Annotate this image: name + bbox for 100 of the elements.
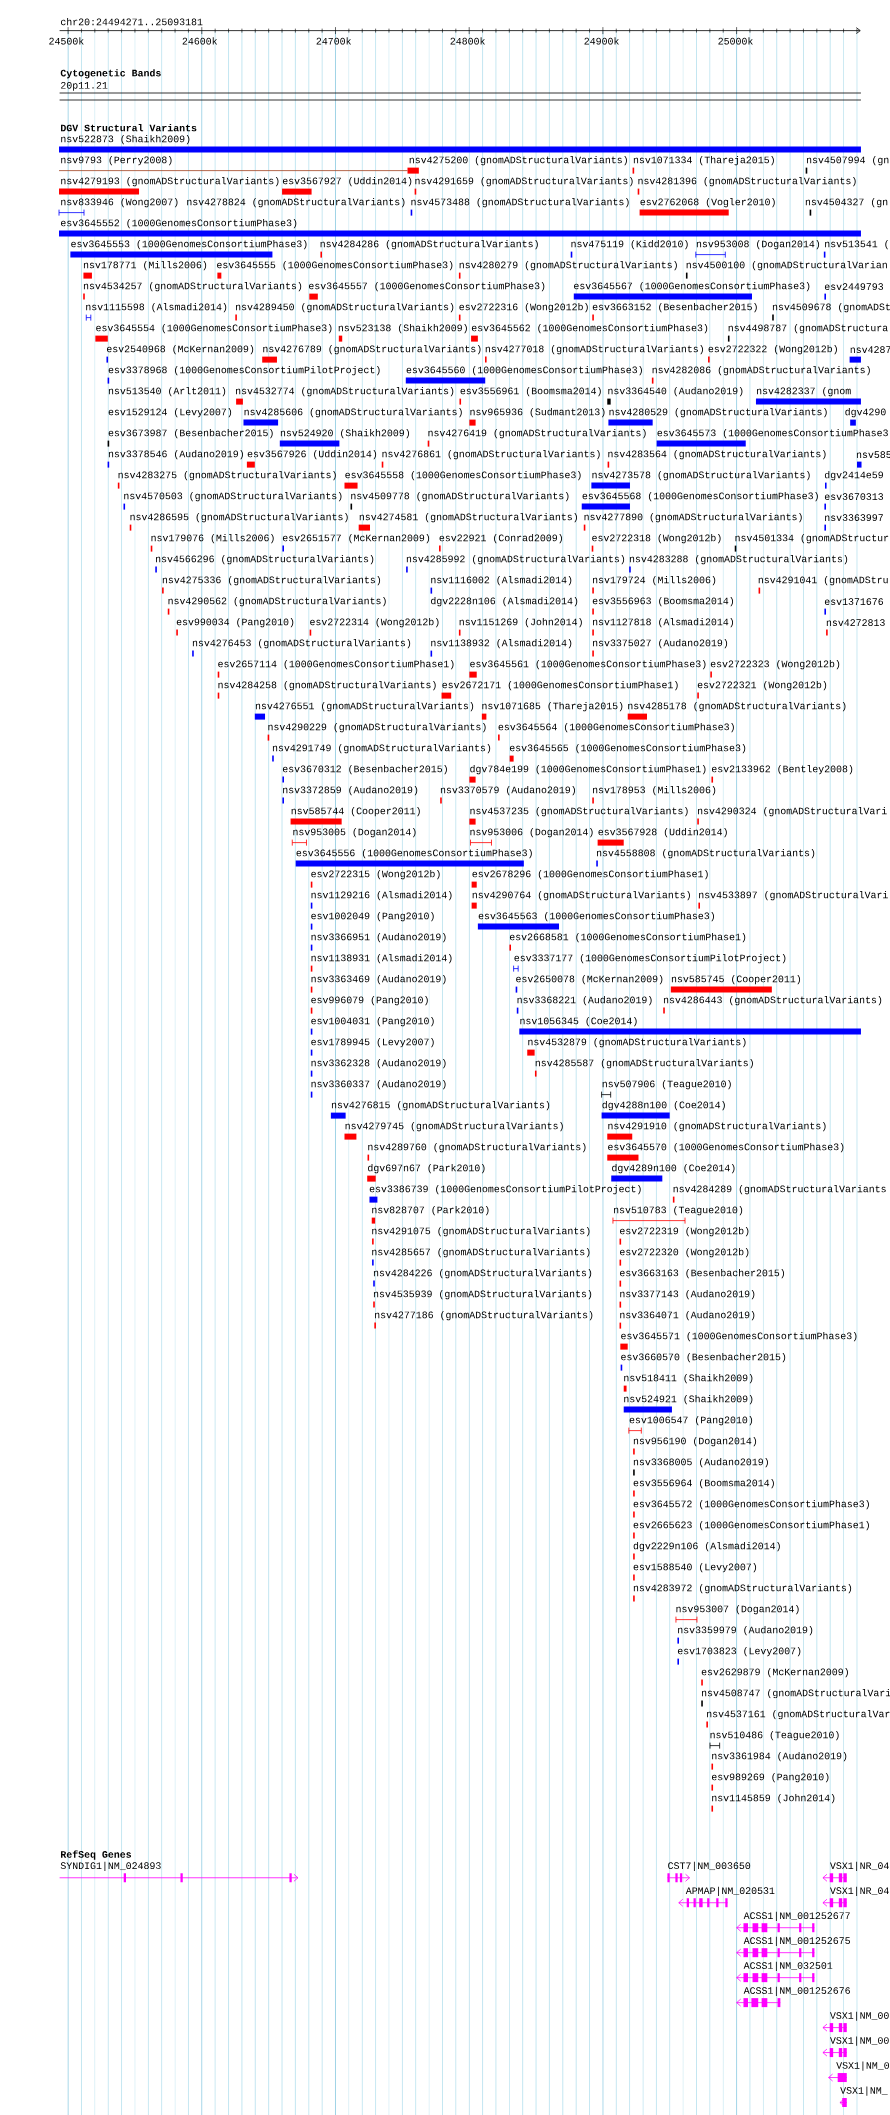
variant-label: esv2668581 (1000GenomesConsortiumPhase1) <box>509 933 746 943</box>
variant-label: nsv4533897 (gnomADStructuralVari <box>699 891 888 901</box>
variant-label: nsv585744 (Cooper2011) <box>291 807 420 817</box>
variant-label: nsv4283288 (gnomADStructuralVariants) <box>629 555 848 565</box>
variant-label: esv3337177 (1000GenomesConsortiumPilotProject) <box>514 954 786 964</box>
variant-label: nsv4537161 (gnomADStructuralVar <box>707 1710 890 1720</box>
variant-label: nsv524920 (Shaikh2009) <box>280 429 409 439</box>
variant-label: esv1789945 (Levy2007) <box>311 1038 434 1048</box>
variant-label: nsv3359979 (Audano2019) <box>678 1626 813 1636</box>
variant-label: nsv4283972 (gnomADStructuralVariants) <box>633 1584 852 1594</box>
variant-label: esv2540968 (McKernan2009) <box>106 345 254 355</box>
gene-label: VSX1|NR_04 <box>830 1886 889 1896</box>
variant-label: esv2722321 (Wong2012b) <box>697 681 827 691</box>
variant-label: nsv4285992 (gnomADStructuralVariants) <box>406 555 625 565</box>
variant-label: nsv4501334 (gnomADStructur <box>735 534 889 544</box>
variant-label: esv3663152 (Besenbacher2015) <box>592 303 757 313</box>
variant-label: esv2722318 (Wong2012b) <box>592 534 721 544</box>
variant-label: nsv3372859 (Audano2019) <box>283 786 418 796</box>
variant-label: esv3645572 (1000GenomesConsortiumPhase3) <box>633 1500 869 1510</box>
variant-label: esv1703823 (Levy2007) <box>677 1647 801 1657</box>
gene-label: ACSS1|NM_001252676 <box>743 1986 850 1996</box>
tick-label: 24900k <box>584 37 619 45</box>
gene-label: CST7|NM_003650 <box>668 1861 751 1872</box>
variant-label: dgv2228n106 (Alsmadi2014) <box>431 597 578 607</box>
variant-label: nsv4535939 (gnomADStructuralVariants) <box>373 1290 592 1300</box>
variant-label: nsv4272813 <box>826 619 885 626</box>
gene-label: VSX1|NM_00 <box>830 2011 889 2021</box>
variant-label: esv3645560 (1000GenomesConsortiumPhase3) <box>406 366 642 376</box>
variant-label: nsv4290764 (gnomADStructuralVariants) <box>472 891 690 901</box>
variant-label: nsv4282086 (gnomADStructuralVariants) <box>652 366 870 376</box>
variant-label: esv2722319 (Wong2012b) <box>620 1227 749 1237</box>
variant-label: nsv1071685 (Thareja2015) <box>482 702 623 712</box>
variant-label: nsv4570503 (gnomADStructuralVariants) <box>124 492 342 502</box>
variant-label: esv3645567 (1000GenomesConsortiumPhase3) <box>574 282 810 292</box>
variant-label: dgv697n67 (Park2010) <box>368 1164 485 1174</box>
variant-label: esv1529124 (Levy2007) <box>108 408 232 418</box>
variant-label: nsv3363469 (Audano2019) <box>311 975 446 985</box>
variant-label: esv3645554 (1000GenomesConsortiumPhase3) <box>96 324 332 334</box>
variant-label: nsv1145859 (John2014) <box>712 1794 835 1804</box>
variant-label: nsv4276551 (gnomADStructuralVariants) <box>255 702 474 712</box>
variant-label: nsv4277018 (gnomADStructuralVariants) <box>485 345 703 355</box>
variant-label: esv3645568 (1000GenomesConsortiumPhase3) <box>582 492 818 502</box>
variant-label: nsv3375027 (Audano2019) <box>593 639 728 649</box>
variant-label: esv1371676 <box>824 598 883 605</box>
variant-label: esv3645558 (1000GenomesConsortiumPhase3) <box>345 471 581 481</box>
variant-label: esv3645563 (1000GenomesConsortiumPhase3) <box>478 912 714 922</box>
variant-label: nsv3364540 (Audano2019) <box>608 387 743 397</box>
variant-label: esv3670312 (Besenbacher2015) <box>282 765 447 775</box>
variant-label: esv2762068 (Vogler2010) <box>640 198 775 208</box>
variant-label: nsv179076 (Mills2006) <box>151 534 274 544</box>
variant-label: nsv4285606 (gnomADStructuralVariants) <box>244 408 462 418</box>
variant-label: dgv4288n100 (Coe2014) <box>602 1101 725 1111</box>
variant-label: nsv4280529 (gnomADStructuralVariants) <box>609 408 827 418</box>
variant-label: nsv4276453 (gnomADStructuralVariants) <box>192 639 411 649</box>
gene-label: ACSS1|NM_001252677 <box>743 1911 850 1921</box>
variant-label: nsv4279193 (gnomADStructuralVariants) <box>61 177 279 187</box>
variant-label: nsv513541 ( <box>825 240 888 250</box>
variant-label: nsv833946 (Wong2007) <box>61 198 178 208</box>
variant-label: nsv965936 (Sudmant2013) <box>470 408 605 418</box>
variant-label: nsv1138932 (Alsmadi2014) <box>431 639 572 649</box>
gene-label: VSX1|NM_00 <box>830 2036 889 2046</box>
variant-label: esv3645571 (1000GenomesConsortiumPhase3) <box>621 1332 857 1342</box>
variant-label: nsv4285657 (gnomADStructuralVariants) <box>372 1248 590 1258</box>
variant-label: esv1588540 (Levy2007) <box>633 1563 757 1573</box>
track-title: RefSeq Genes <box>61 1850 132 1860</box>
variant-label: esv3645573 (1000GenomesConsortiumPhase3 <box>657 429 888 439</box>
variant-label: esv3645556 (1000GenomesConsortiumPhase3) <box>296 849 532 859</box>
variant-label: nsv518411 (Shaikh2009) <box>624 1374 753 1384</box>
variant-label: nsv4498787 (gnomADStructura <box>728 324 888 334</box>
variant-label: nsv4281396 (gnomADStructuralVariants) <box>638 177 856 187</box>
variant-label: nsv3363997 <box>825 514 883 521</box>
gene-label: VSX1|NR_04 <box>830 1861 889 1872</box>
variant-label: nsv4283564 (gnomADStructuralVariants) <box>608 450 826 460</box>
variant-label: esv1004031 (Pang2010) <box>311 1017 434 1027</box>
variant-label: nsv828707 (Park2010) <box>372 1206 489 1216</box>
variant-label: esv3645570 (1000GenomesConsortiumPhase3) <box>608 1143 844 1153</box>
variant-label: esv990034 (Pang2010) <box>176 618 294 628</box>
variant-label: esv3567927 (Uddin2014) <box>282 177 412 187</box>
variant-label: esv22921 (Conrad2009) <box>439 534 562 544</box>
variant-label: nsv4566296 (gnomADStructuralVariants) <box>156 555 374 565</box>
variant-label: nsv3361984 (Audano2019) <box>712 1752 847 1762</box>
variant-label: nsv956190 (Dogan2014) <box>633 1437 757 1447</box>
variant-label: nsv4291075 (gnomADStructuralVariants) <box>372 1227 590 1237</box>
variant-label: nsv4290562 (gnomADStructuralVariants) <box>168 597 386 607</box>
variant-label: esv2665623 (1000GenomesConsortiumPhase1) <box>633 1521 869 1531</box>
variant-label: nsv4291659 (gnomADStructuralVariants) <box>415 177 633 187</box>
tick-label: 25000k <box>718 37 753 45</box>
variant-label: esv2722320 (Wong2012b) <box>620 1248 749 1258</box>
variant-label: nsv4276789 (gnomADStructuralVariants) <box>263 345 481 355</box>
variant-label: nsv4276861 (gnomADStructuralVariants) <box>382 450 600 460</box>
variant-label: nsv1071334 (Thareja2015) <box>633 156 774 166</box>
variant-label: esv3645553 (1000GenomesConsortiumPhase3) <box>71 240 307 250</box>
variant-label: nsv178771 (Mills2006) <box>83 261 207 271</box>
variant-label: esv989269 (Pang2010) <box>711 1773 829 1783</box>
variant-label: nsv4537235 (gnomADStructuralVariants) <box>470 807 688 817</box>
variant-label: nsv4509678 (gnomADSt <box>772 303 890 313</box>
variant-label: nsv4282337 (gnom <box>757 387 851 397</box>
variant-label: nsv507906 (Teague2010) <box>602 1080 731 1090</box>
variant-label: nsv3368005 (Audano2019) <box>633 1458 768 1468</box>
variant-label: nsv4277186 (gnomADStructuralVariants) <box>375 1311 593 1321</box>
